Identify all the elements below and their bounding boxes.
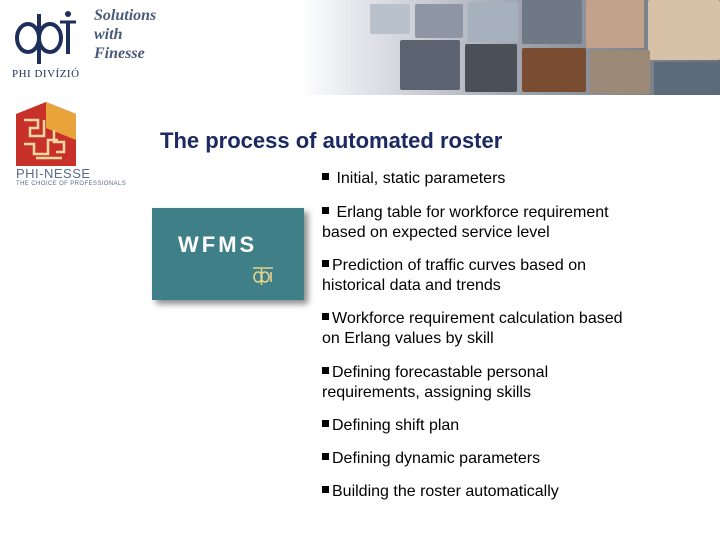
bullet-item: Initial, static parameters	[322, 169, 702, 189]
bullet-square-icon	[322, 207, 329, 215]
bullet-text: Erlang table for workforce requirement	[336, 204, 609, 221]
slide-title: The process of automated roster	[160, 128, 503, 153]
bullet-text: Building the roster automatically	[332, 483, 559, 500]
photo-tile	[522, 0, 582, 44]
bullet-square-icon	[322, 420, 329, 428]
tagline-line-1: Solutions	[94, 7, 157, 24]
bullet-text: based on expected service level	[322, 224, 550, 241]
tagline-line-3: Finesse	[94, 45, 145, 62]
photo-tile	[468, 2, 518, 42]
photo-tile	[465, 44, 517, 92]
bullet-text: Workforce requirement calculation based	[332, 310, 623, 327]
bullet-text: Defining dynamic parameters	[332, 450, 541, 467]
bullet-square-icon	[322, 260, 329, 268]
bullet-square-icon	[322, 173, 329, 181]
bullet-square-icon	[322, 313, 329, 321]
bullet-item: Erlang table for workforce requirement b…	[322, 203, 702, 243]
bullet-text: Defining forecastable personal	[332, 364, 549, 381]
tagline-line-2: with	[94, 26, 123, 43]
bullet-text: Initial, static parameters	[336, 170, 506, 187]
phi-logo-icon	[15, 11, 76, 64]
bullet-item: Defining dynamic parameters	[322, 449, 702, 469]
bullet-item: Defining forecastable personal requireme…	[322, 363, 702, 403]
photo-tile	[654, 62, 720, 95]
bullet-text: Prediction of traffic curves based on	[332, 257, 587, 274]
photo-collage	[300, 0, 720, 95]
bullet-square-icon	[322, 367, 329, 375]
bullet-text: Defining shift plan	[332, 417, 460, 434]
header-band: PHI DIVÍZIÓ Solutions with Finesse	[0, 0, 720, 95]
bullet-square-icon	[322, 486, 329, 494]
photo-tile	[648, 0, 720, 60]
bullet-text: requirements, assigning skills	[322, 384, 531, 401]
bullet-text: historical data and trends	[322, 277, 501, 294]
wfms-label: WFMS	[178, 232, 258, 257]
bullet-item: Defining shift plan	[322, 416, 702, 436]
phi-nesse-logo-icon	[16, 102, 76, 166]
photo-tile	[522, 48, 586, 92]
bullet-item: Building the roster automatically	[322, 482, 702, 502]
bullet-square-icon	[322, 453, 329, 461]
photo-tile	[415, 4, 463, 38]
bullet-item: Prediction of traffic curves based on hi…	[322, 256, 702, 296]
bullet-text: on Erlang values by skill	[322, 330, 494, 347]
brand-name: PHI-NESSE	[16, 166, 91, 181]
photo-tile	[400, 40, 460, 90]
wfms-box: WFMS	[152, 208, 304, 300]
bullet-item: Workforce requirement calculation based …	[322, 309, 702, 349]
photo-tile	[590, 50, 650, 94]
division-label: PHI DIVÍZIÓ	[12, 68, 80, 80]
photo-tile	[586, 0, 644, 48]
tagline: Solutions with Finesse	[94, 6, 156, 63]
phi-mini-logo-icon	[253, 267, 273, 285]
photo-tile	[370, 4, 410, 34]
brand-subtitle: THE CHOICE OF PROFESSIONALS	[16, 181, 127, 187]
